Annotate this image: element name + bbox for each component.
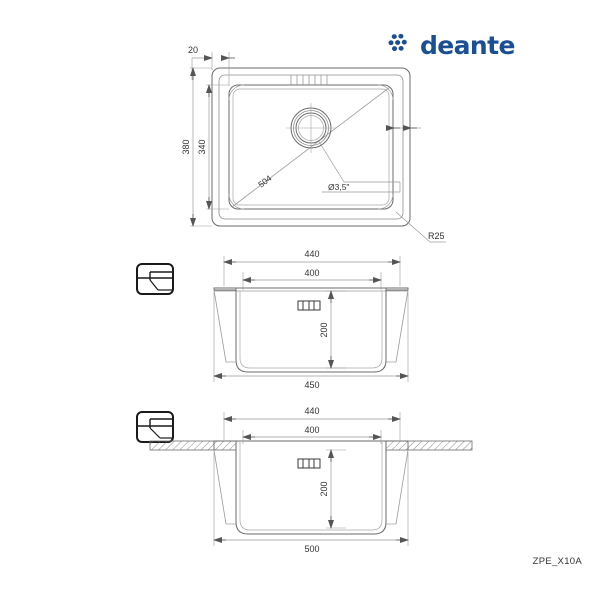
dim-label-bottom-inner-width: 400 [304, 425, 319, 435]
dim-label-middle-outer-width: 440 [304, 249, 319, 259]
dim-label-drain-diameter: Ø3,5" [328, 182, 349, 192]
overflow-slot-icon [297, 300, 321, 311]
flush-mount-detail-icon [136, 263, 174, 295]
dim-label-bottom-outer-width: 440 [304, 406, 319, 416]
undermount-detail-icon [136, 411, 174, 443]
dim-bottom-depth [326, 449, 346, 529]
top-view-rim-ticks [290, 75, 328, 85]
dim-label-middle-depth: 200 [319, 322, 329, 337]
dim-middle-outer-width [223, 256, 401, 286]
bottom-view-section [213, 440, 409, 535]
brand-name: deante [420, 30, 515, 60]
dim-bottom-inner-width [242, 430, 382, 444]
top-view-group: 504 Ø3,5" 20 [181, 45, 446, 243]
deante-floret-logo-icon [388, 33, 407, 51]
top-view-bowl-inner [232, 88, 390, 206]
dim-rim-offset [191, 52, 235, 86]
dim-label-inner-height: 340 [197, 139, 207, 154]
dim-label-rim-offset: 20 [188, 45, 198, 55]
dim-bottom-outer-width [223, 412, 401, 440]
product-code: ZPE_X10A [532, 556, 582, 567]
dim-label-bottom-depth: 200 [319, 481, 329, 496]
top-view-outer-rim [211, 67, 411, 227]
dim-label-outer-height: 380 [181, 139, 191, 154]
drain-diameter-leader [317, 139, 401, 193]
brand-logo: deante [388, 28, 515, 62]
middle-view-section [213, 287, 409, 373]
hatched-countertop-icon [149, 440, 473, 451]
overflow-slot-icon [297, 458, 321, 469]
dim-label-corner-radius: R25 [428, 231, 445, 241]
drain-hole-icon [286, 103, 336, 153]
dim-middle-overall-width [213, 292, 409, 382]
dim-outer-height [190, 67, 212, 227]
dim-label-bottom-overall-width: 500 [304, 544, 319, 554]
dim-middle-inner-width [242, 272, 382, 290]
top-view-bowl-opening [228, 84, 394, 210]
radius-leader-icon [395, 211, 446, 243]
top-view-corner-arcs [228, 84, 394, 210]
bottom-view-group: 440 400 200 500 [136, 406, 473, 554]
top-view-rim-inner-edge [218, 74, 404, 220]
dim-inner-height [206, 84, 229, 210]
dim-middle-depth [326, 290, 346, 369]
dim-bottom-overall-width [213, 452, 409, 546]
middle-view-group: 440 400 200 450 [136, 249, 409, 390]
dim-label-middle-inner-width: 400 [304, 268, 319, 278]
dim-label-middle-overall-width: 450 [304, 380, 319, 390]
